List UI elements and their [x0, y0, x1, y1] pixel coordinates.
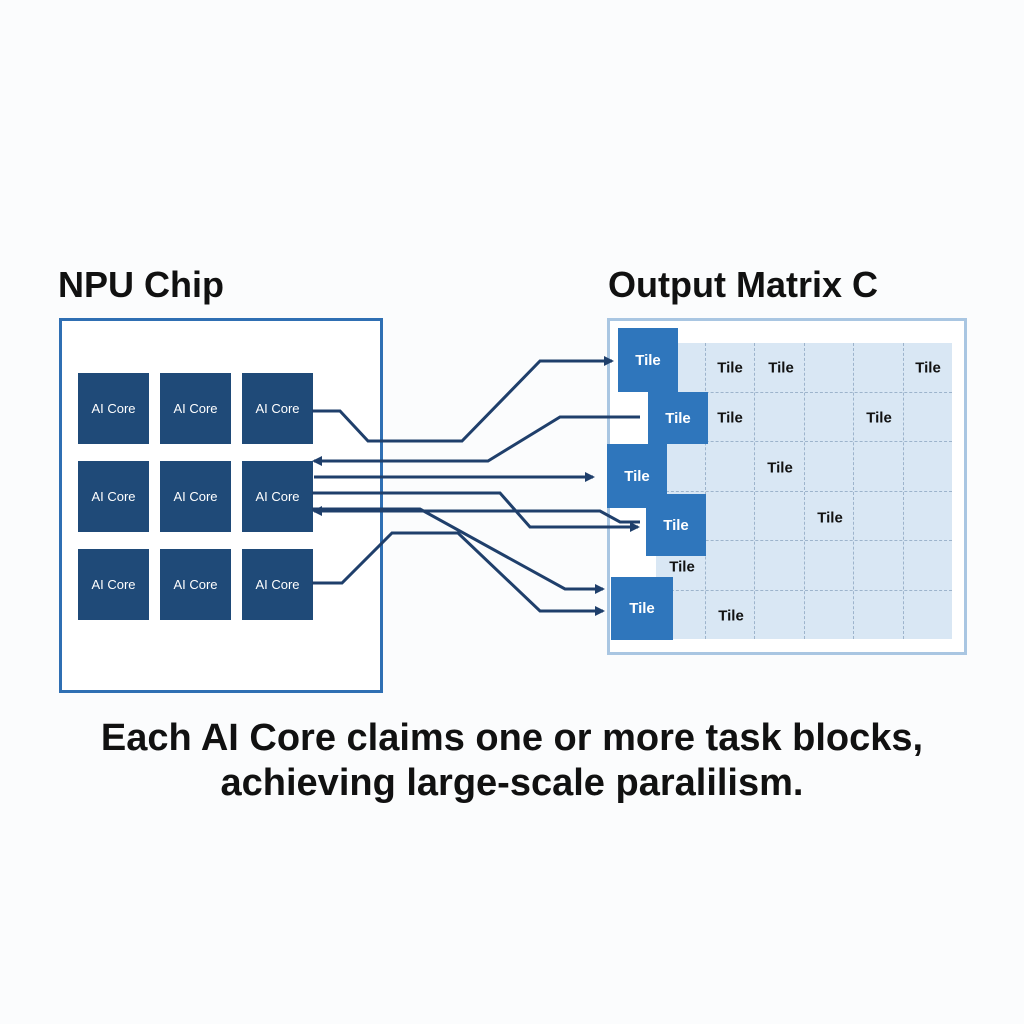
tile-label: Tile: [915, 359, 941, 377]
ai-core-9: AI Core: [242, 549, 313, 620]
tile-label: Tile: [768, 359, 794, 377]
ai-core-4: AI Core: [78, 461, 149, 532]
ai-core-5: AI Core: [160, 461, 231, 532]
claimed-tile: Tile: [646, 494, 706, 556]
claimed-tile: Tile: [618, 328, 678, 392]
ai-core-2: AI Core: [160, 373, 231, 444]
npu-chip-title: NPU Chip: [58, 264, 224, 305]
caption-line-1: Each AI Core claims one or more task blo…: [100, 717, 924, 759]
claimed-tile: Tile: [611, 577, 673, 640]
caption: Each AI Core claims one or more task blo…: [0, 716, 1024, 806]
output-matrix-title: Output Matrix C: [608, 264, 878, 305]
tile-label: Tile: [817, 509, 843, 527]
claimed-tile: Tile: [648, 392, 708, 444]
ai-core-1: AI Core: [78, 373, 149, 444]
output-matrix-grid: [656, 343, 952, 639]
tile-label: Tile: [866, 409, 892, 427]
tile-label: Tile: [717, 359, 743, 377]
npu-chip-box: AI Core AI Core AI Core AI Core AI Core …: [59, 318, 383, 693]
ai-core-7: AI Core: [78, 549, 149, 620]
ai-core-6: AI Core: [242, 461, 313, 532]
tile-label: Tile: [669, 558, 695, 576]
tile-label: Tile: [718, 607, 744, 625]
ai-core-3: AI Core: [242, 373, 313, 444]
tile-label: Tile: [717, 409, 743, 427]
ai-core-8: AI Core: [160, 549, 231, 620]
caption-line-2: achieving large-scale paralilism.: [220, 762, 804, 804]
tile-label: Tile: [767, 459, 793, 477]
